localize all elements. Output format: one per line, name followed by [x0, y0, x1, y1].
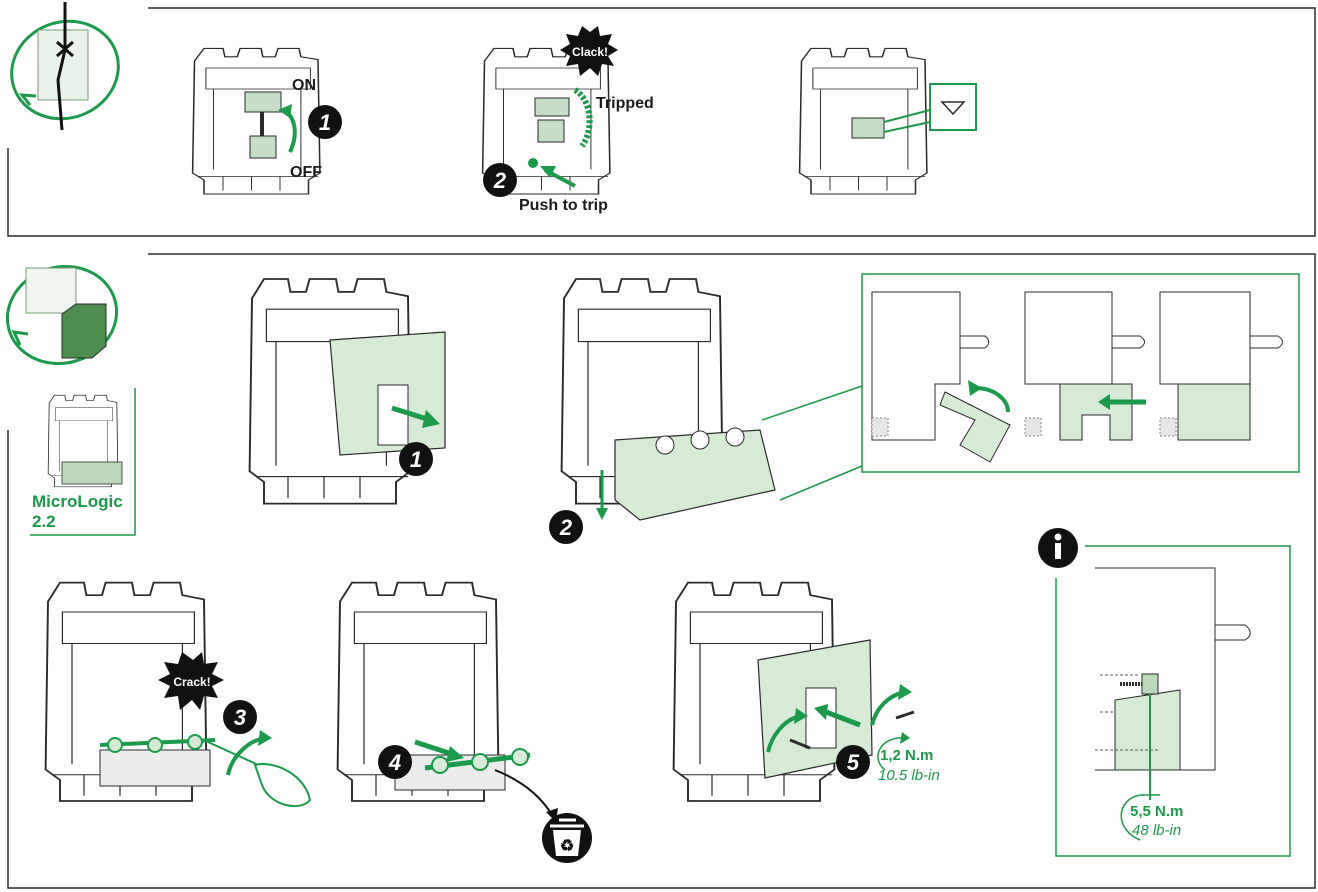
info-panel — [1055, 545, 1291, 857]
crack-burst: Crack! — [158, 652, 224, 710]
svg-text:Crack!: Crack! — [173, 675, 210, 689]
svg-text:♻: ♻ — [560, 838, 574, 855]
bottom-step1-badge: 1 — [399, 442, 433, 476]
svg-text:5: 5 — [847, 750, 860, 775]
svg-text:Clack!: Clack! — [572, 45, 608, 59]
recycle-bin-icon: ♻ — [542, 813, 592, 863]
bottom-breaker-step3 — [44, 581, 312, 808]
on-label: ON — [292, 77, 316, 94]
svg-text:1: 1 — [410, 447, 422, 472]
bottom-step3-badge: 3 — [223, 700, 257, 734]
svg-text:2: 2 — [493, 168, 507, 193]
replace-unit-icon — [5, 264, 119, 366]
bottom-breaker-step5 — [672, 581, 915, 802]
micrologic-unit-box — [30, 388, 136, 536]
clack-burst: Clack! — [560, 26, 618, 76]
bottom-step4-badge: 4 — [378, 745, 412, 779]
top-breaker-step3 — [798, 47, 977, 195]
screw-icon — [895, 710, 915, 720]
info-icon — [1038, 528, 1078, 568]
bottom-step2-badge: 2 — [549, 510, 583, 544]
svg-text:3: 3 — [234, 705, 246, 730]
top-section-frame — [7, 7, 1316, 237]
top-breaker-step2 — [481, 47, 611, 195]
step5-torque-value: 1,2 N.m — [880, 747, 933, 764]
bottom-step5-badge: 5 — [836, 745, 870, 779]
svg-text:4: 4 — [388, 750, 401, 775]
screwdriver-icon — [253, 763, 312, 808]
bottom-breaker-step1 — [248, 277, 446, 505]
micrologic-label-line1: MicroLogic — [32, 492, 123, 511]
svg-text:2: 2 — [559, 515, 573, 540]
svg-text:1: 1 — [319, 110, 331, 135]
detail-cross-section-panel — [861, 273, 1300, 473]
step5-torque-alt: 10.5 lb-in — [878, 767, 940, 784]
micrologic-label-line2: 2.2 — [32, 512, 56, 531]
top-breaker-step1 — [191, 47, 321, 195]
bottom-breaker-step2 — [560, 277, 863, 521]
top-step1-badge: 1 — [308, 105, 342, 139]
switch-operation-icon — [10, 2, 120, 131]
triangle-down-icon — [940, 101, 966, 116]
info-torque-value: 5,5 N.m — [1130, 803, 1183, 820]
top-step2-badge: 2 — [483, 163, 517, 197]
bottom-breaker-step4 — [336, 581, 558, 822]
bottom-section-frame — [7, 253, 1316, 889]
push-to-trip-label: Push to trip — [519, 197, 608, 214]
tripped-label: Tripped — [596, 95, 654, 112]
info-torque-alt: 48 lb-in — [1132, 822, 1181, 839]
off-label: OFF — [290, 164, 322, 181]
